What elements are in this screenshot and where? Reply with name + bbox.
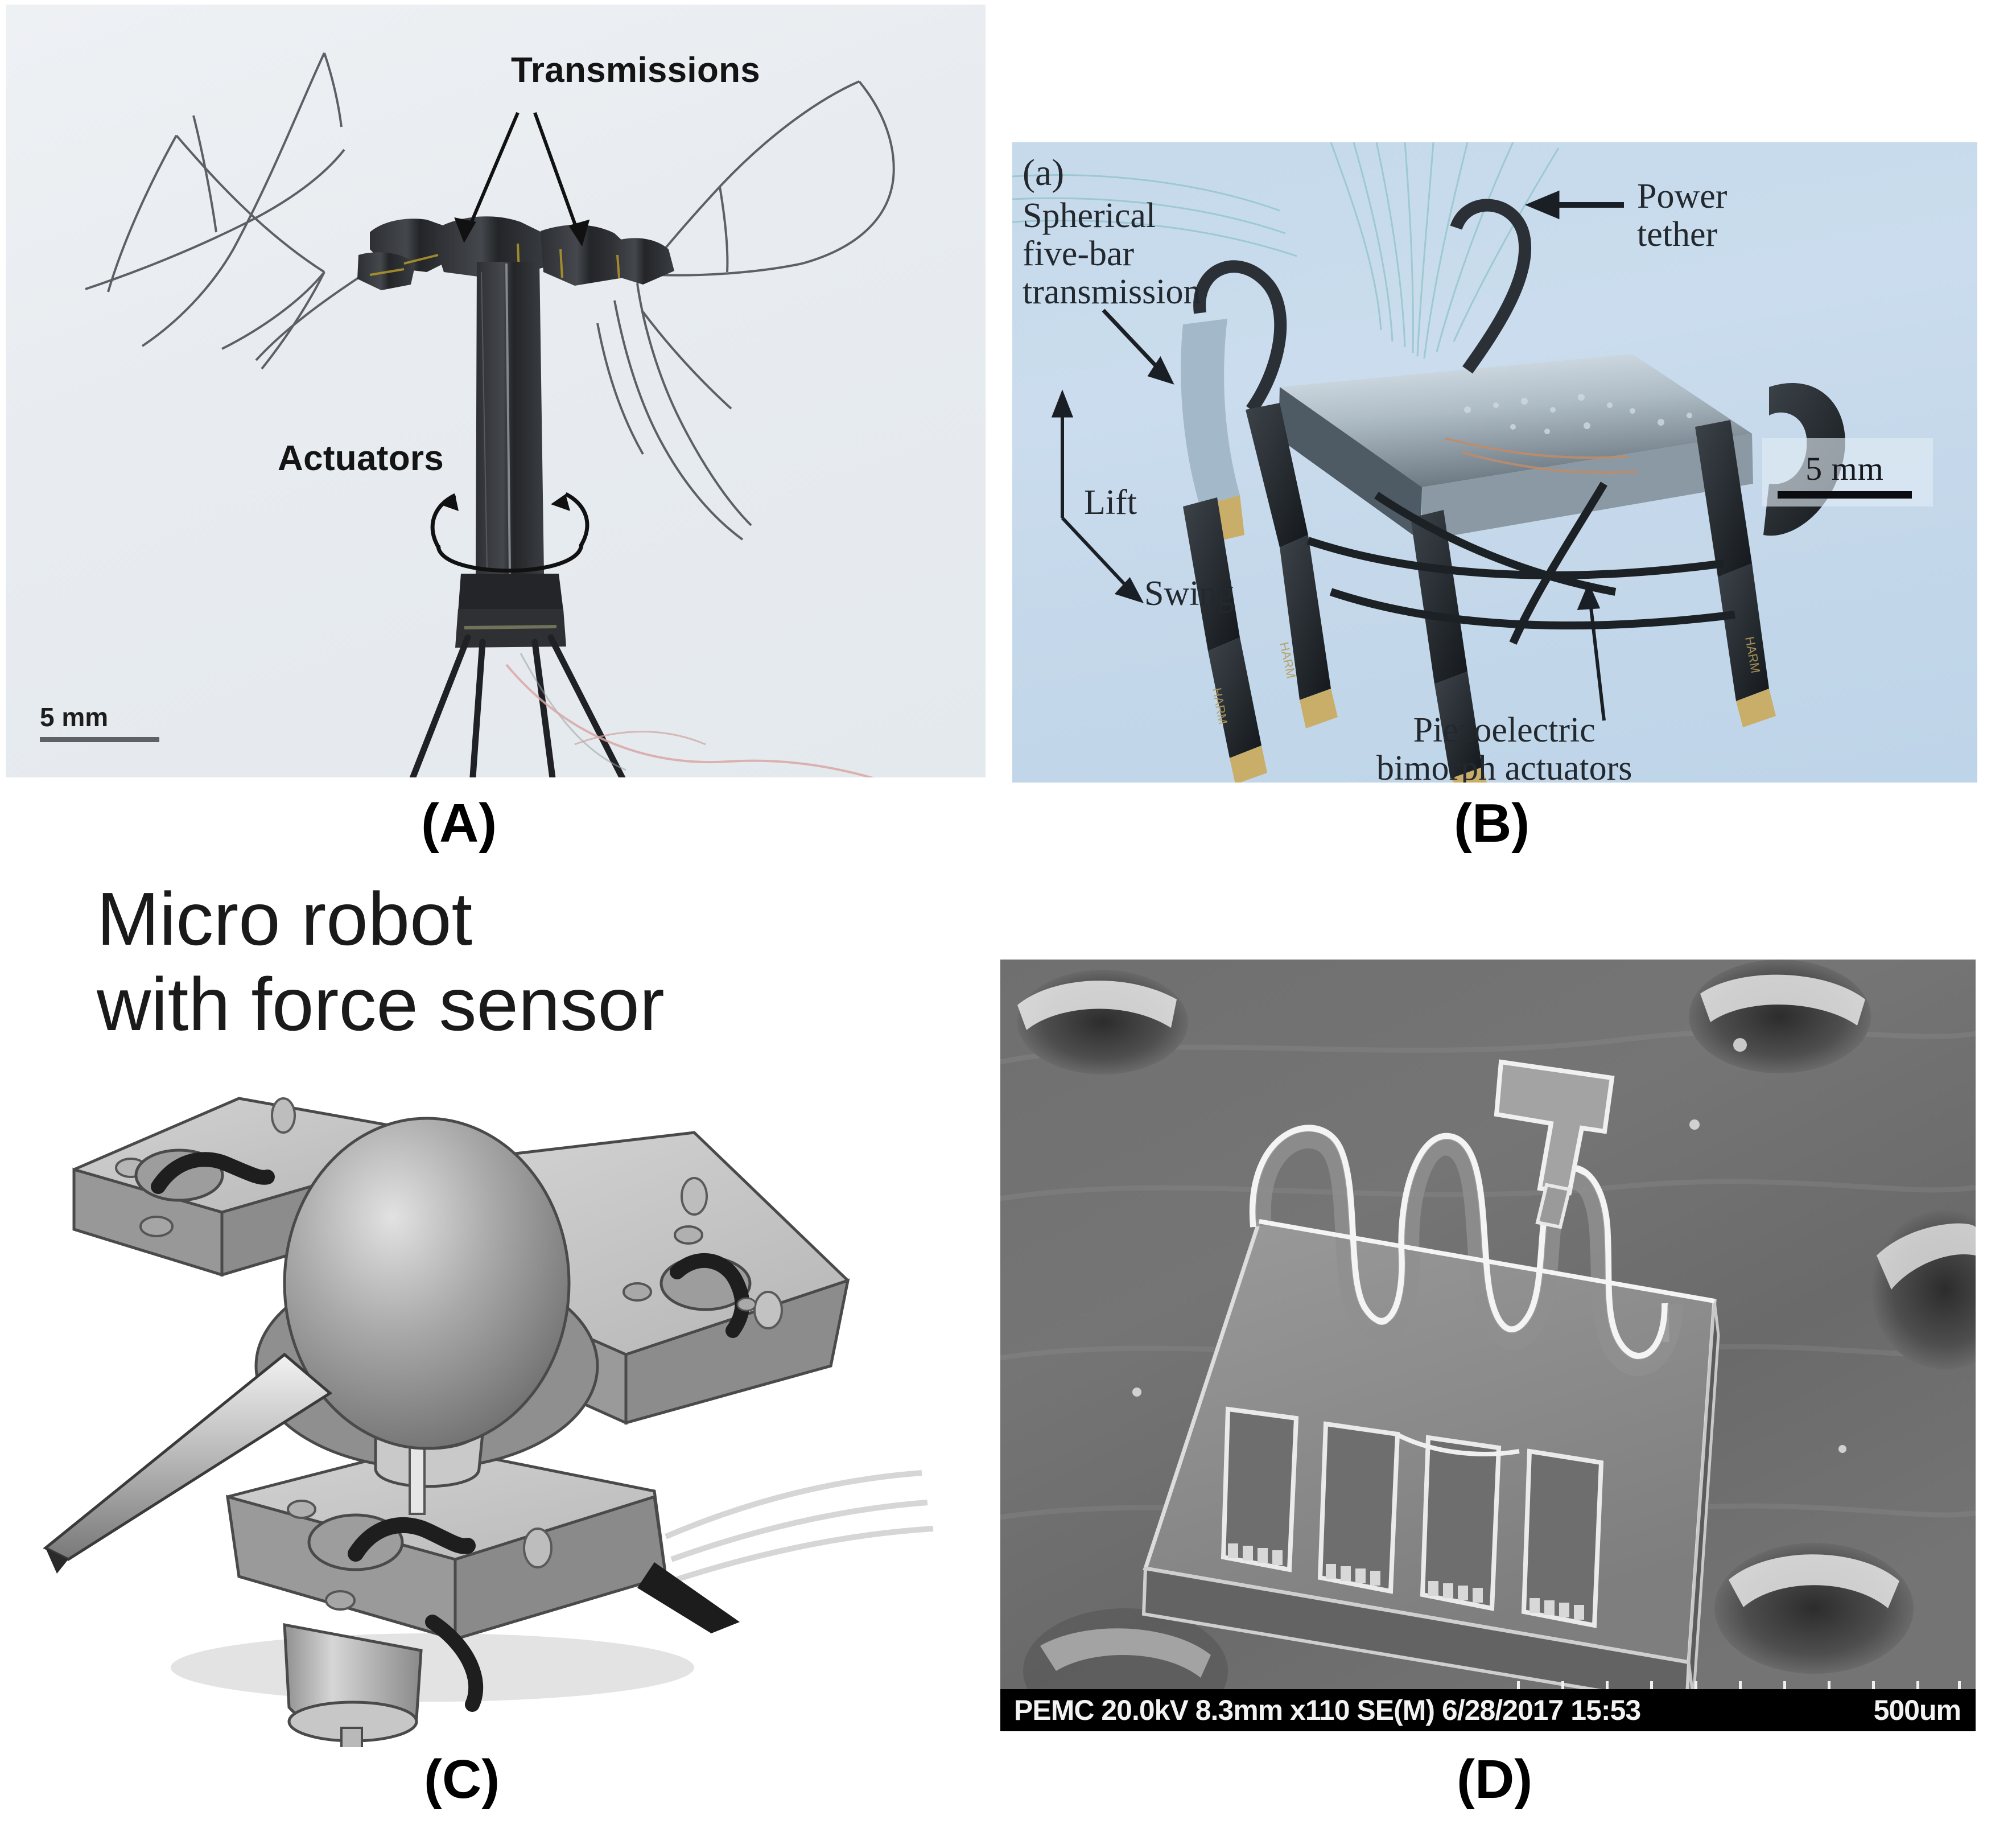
panel-d-sem-micrograph: PEMC 20.0kV 8.3mm x110 SE(M) 6/28/2017 1… <box>1000 960 1976 1731</box>
caption-panel-b: (B) <box>1454 793 1530 854</box>
sem-status-bar: PEMC 20.0kV 8.3mm x110 SE(M) 6/28/2017 1… <box>1000 1689 1976 1731</box>
caption-panel-c: (C) <box>424 1749 500 1810</box>
panel-b-hexapod-microrobot: HARM HARM HARM (a) <box>1012 142 1977 783</box>
panel-a-robot-illustration <box>85 52 895 777</box>
panel-a-transmissions-label: Transmissions <box>511 51 761 90</box>
sem-scale-label: 500um <box>1873 1694 1961 1726</box>
panel-b-lift-label: Lift <box>1084 483 1137 522</box>
panel-b-piezo-actuators-label: Piezoelectric bimorph actuators <box>1376 711 1632 783</box>
svg-text:HARM: HARM <box>1277 641 1298 680</box>
panel-b-scale-line <box>1778 491 1912 499</box>
panel-b-transmission-label: Spherical five-bar transmission <box>1023 196 1201 311</box>
sem-info-text: PEMC 20.0kV 8.3mm x110 SE(M) 6/28/2017 1… <box>1014 1694 1641 1726</box>
panel-c-title: Micro robot with force sensor <box>97 877 665 1047</box>
panel-b-scale-label: 5 mm <box>1805 450 1884 487</box>
panel-c-cad-rendering <box>43 1097 934 1747</box>
panel-a-actuators-label: Actuators <box>278 439 444 478</box>
panel-a-scale-label: 5 mm <box>40 702 109 732</box>
svg-text:HARM: HARM <box>1210 687 1230 726</box>
panel-d-mems-device <box>1000 960 1976 1731</box>
panel-b-swing-label: Swing <box>1144 574 1235 613</box>
caption-panel-a: (A) <box>421 793 497 854</box>
panel-b-sub-label: (a) <box>1023 152 1065 193</box>
panel-a-scale-line <box>40 737 159 742</box>
panel-a-scale-bar: 5 mm <box>40 702 159 742</box>
panel-b-scale-bar: 5 mm <box>1778 450 1912 499</box>
panel-b-power-tether-label: Power tether <box>1637 177 1728 254</box>
panel-c-microrobot-force-sensor: Micro robot with force sensor <box>34 871 979 1747</box>
panel-a-flying-microrobot: Transmissions Actuators 5 mm <box>6 5 986 777</box>
svg-text:HARM: HARM <box>1742 636 1763 674</box>
sem-scale-ticks <box>1517 1680 1961 1693</box>
caption-panel-d: (D) <box>1457 1749 1533 1810</box>
